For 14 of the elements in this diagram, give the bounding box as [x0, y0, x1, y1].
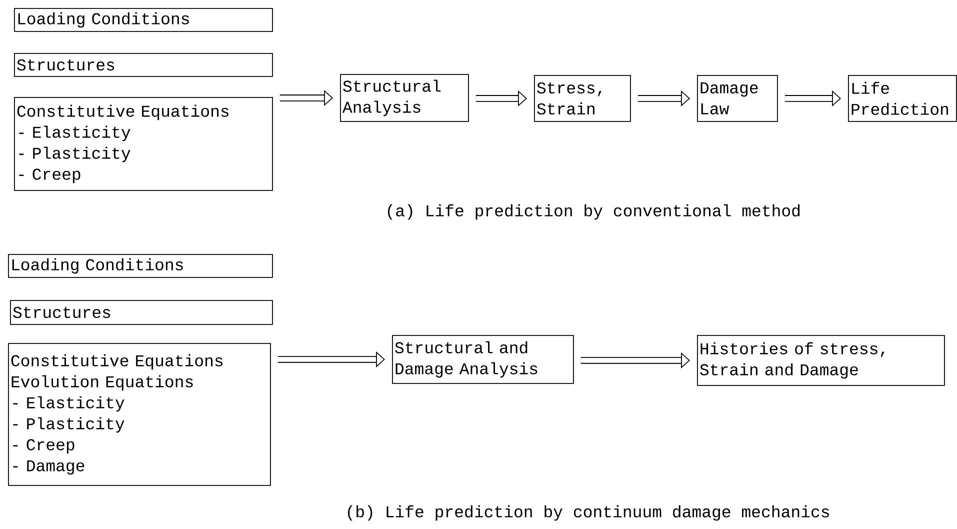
input-box: Constitutive Equations Evolution Equations - Elasticity - Plasticity - Creep - Damage	[8, 342, 271, 486]
process-box: Damage Law	[697, 75, 778, 122]
process-box: Structural Analysis	[340, 74, 469, 122]
process-box: Life Prediction	[848, 75, 957, 122]
process-box: Structural and Damage Analysis	[392, 334, 574, 384]
process-box: Stress, Strain	[534, 75, 631, 122]
input-box: Structures	[14, 52, 273, 77]
caption: (a) Life prediction by conventional method	[388, 204, 800, 220]
input-box: Constitutive Equations - Elasticity - Plasticity - Creep	[14, 97, 273, 191]
input-box: Loading Conditions	[14, 8, 273, 32]
process-box: Histories of stress, Strain and Damage	[697, 334, 945, 386]
input-box: Structures	[10, 300, 273, 325]
caption: (b) Life prediction by continuum damage mechanics	[348, 505, 829, 521]
input-box: Loading Conditions	[8, 254, 273, 278]
